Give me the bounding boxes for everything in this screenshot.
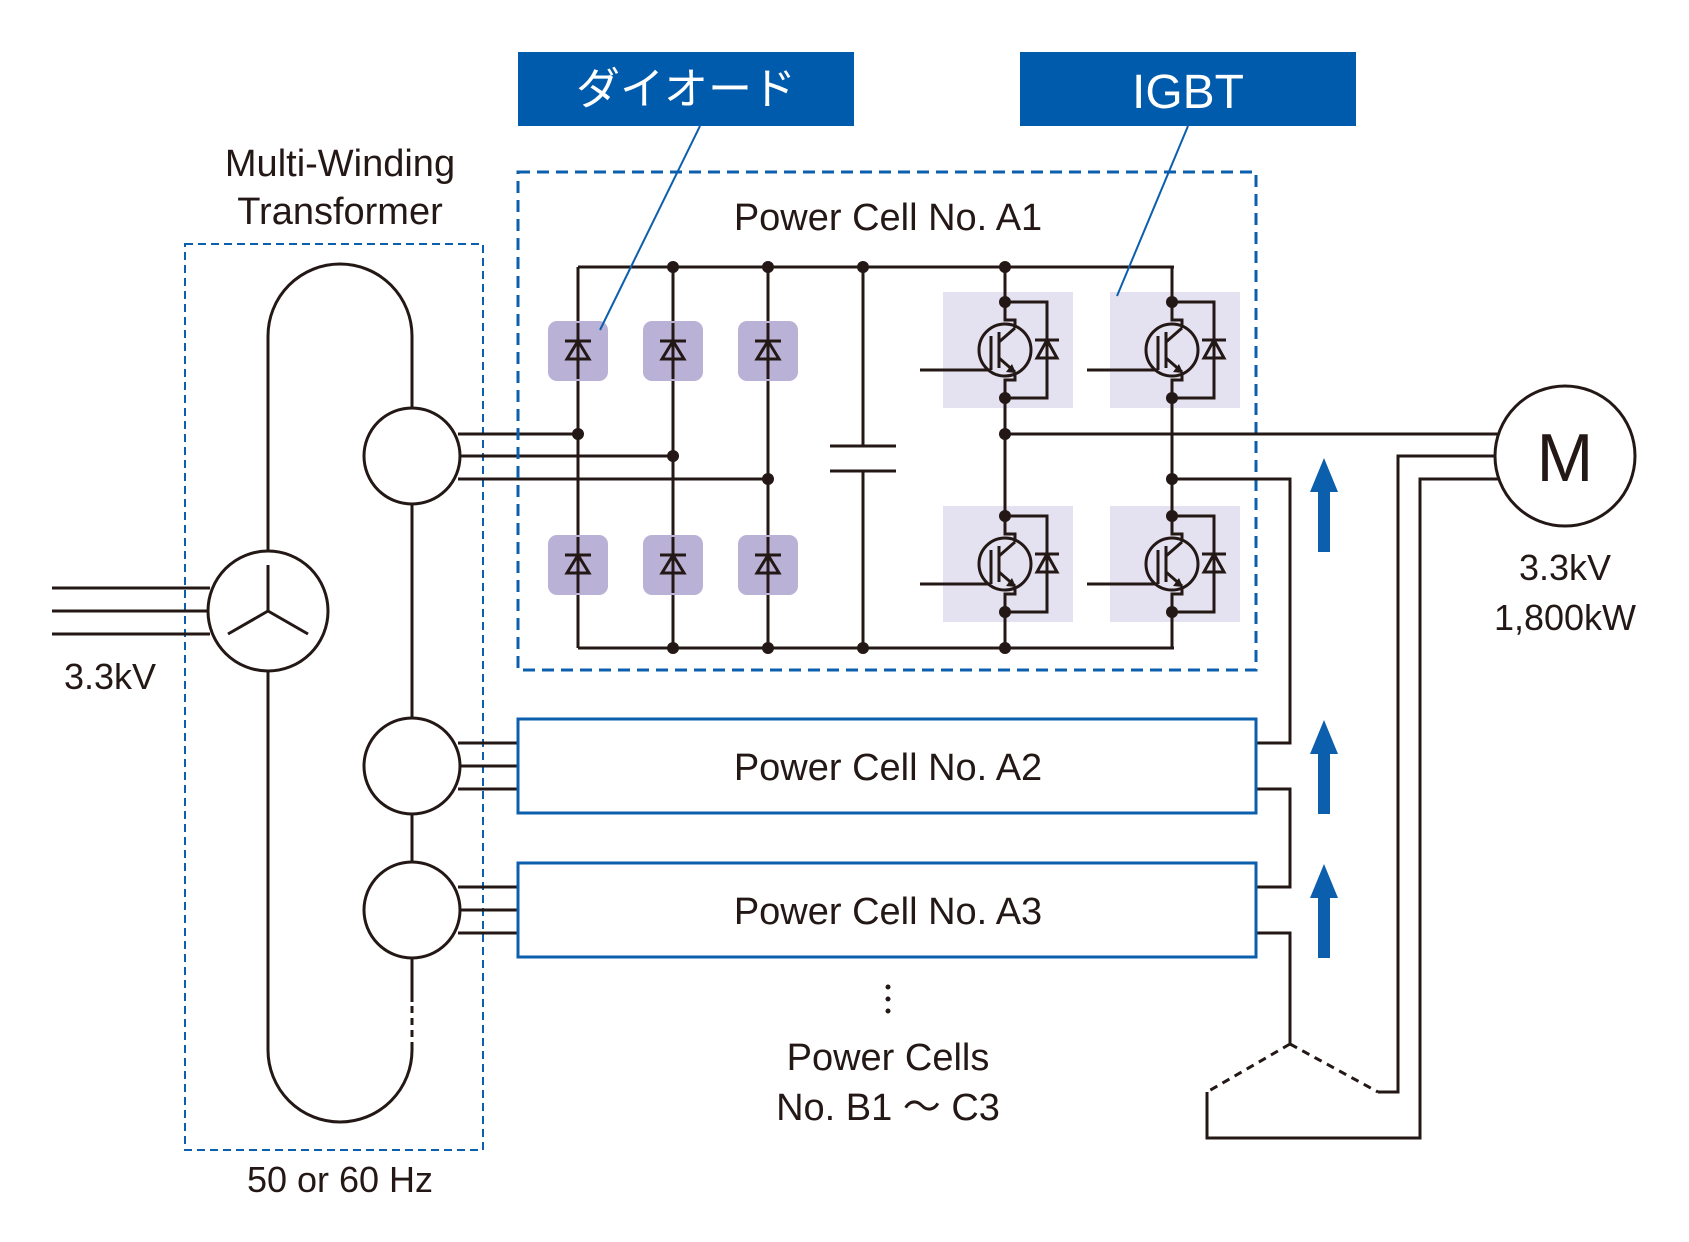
- motor-power-label: 1,800kW: [1494, 597, 1636, 638]
- frequency-label: 50 or 60 Hz: [247, 1159, 433, 1200]
- voltage-arrows: [1310, 458, 1338, 958]
- input-voltage-label: 3.3kV: [64, 656, 156, 697]
- secondary-winding-a3: [362, 860, 462, 960]
- more-cells-label-line1: Power Cells: [787, 1037, 990, 1079]
- secondary-winding-a1: [362, 406, 462, 506]
- power-cell-a3-label: Power Cell No. A3: [734, 891, 1042, 933]
- diode-callout: [518, 52, 854, 126]
- power-cell-a2-box: [516, 717, 1258, 815]
- igbt-leader-line: [1116, 125, 1189, 297]
- transformer-enclosure: [184, 243, 484, 1151]
- transformer-label-line1: Multi-Winding: [225, 143, 455, 185]
- diode-group: [548, 321, 798, 595]
- secondary-winding-a2: [362, 716, 462, 816]
- power-cell-a2-label: Power Cell No. A2: [734, 747, 1042, 789]
- motor: [1493, 384, 1637, 528]
- junction-dots: [572, 261, 1178, 654]
- power-cell-a1-box: [516, 170, 1258, 672]
- motor-voltage-label: 3.3kV: [1519, 547, 1611, 588]
- igbt-callout-text: IGBT: [1132, 66, 1244, 119]
- igbt-callout: [1020, 52, 1356, 126]
- power-cell-a1-label: Power Cell No. A1: [734, 197, 1042, 239]
- transformer-core: [266, 262, 414, 1124]
- diode-callout-text: ダイオード: [576, 65, 796, 114]
- more-cells-label-line2: No. B1 ～ C3: [776, 1087, 1000, 1129]
- power-cell-a3-box: [516, 861, 1258, 959]
- transformer-label-line2: Transformer: [237, 191, 443, 233]
- more-cells-ellipsis: [885, 984, 891, 1014]
- diode-leader-line: [599, 125, 701, 331]
- motor-symbol: M: [1537, 420, 1594, 496]
- igbt-group: [941, 290, 1242, 624]
